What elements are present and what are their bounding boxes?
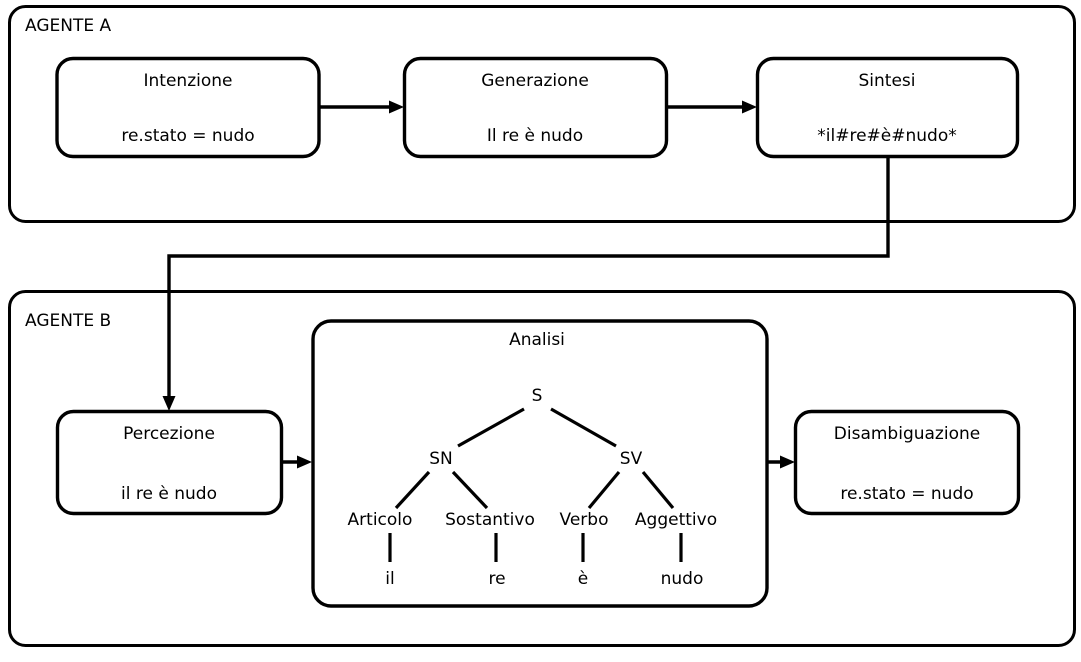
tree-edges-phrases — [394, 470, 675, 510]
arrow-percezione-to-analisi — [281, 455, 312, 469]
panel-analisi-title: Analisi — [509, 330, 565, 350]
node-disambiguazione-subtitle: re.stato = nudo — [840, 484, 973, 504]
node-generazione[interactable] — [402, 56, 669, 159]
arrow-analisi-to-disambiguazione — [767, 455, 795, 469]
panel-analisi[interactable] — [311, 319, 769, 608]
tree-edges-root — [457, 407, 617, 448]
tree-node-verbo: Verbo — [560, 510, 609, 530]
tree-terminal-nudo: nudo — [661, 569, 704, 589]
node-percezione-subtitle: il re è nudo — [121, 484, 217, 504]
node-sintesi-subtitle: *il#re#è#nudo* — [817, 126, 956, 146]
tree-terminal-re: re — [488, 569, 505, 589]
node-generazione-title: Generazione — [481, 71, 589, 91]
tree-node-articolo: Articolo — [348, 510, 413, 530]
node-intenzione-title: Intenzione — [144, 71, 233, 91]
arrow-intenzione-to-generazione — [319, 100, 404, 114]
tree-node-sn: SN — [429, 449, 453, 469]
node-disambiguazione-title: Disambiguazione — [834, 424, 980, 444]
tree-terminal-e-accent: è — [578, 569, 588, 589]
tree-node-aggettivo: Aggettivo — [635, 510, 717, 530]
node-disambiguazione[interactable] — [793, 409, 1021, 516]
agent-b-container — [8, 290, 1076, 647]
tree-node-sostantivo: Sostantivo — [445, 510, 535, 530]
node-intenzione-subtitle: re.stato = nudo — [121, 126, 254, 146]
agent-a-label: AGENTE A — [25, 16, 111, 36]
tree-edges-terminals — [388, 533, 683, 562]
agent-a-container — [8, 5, 1076, 223]
tree-node-sv: SV — [620, 449, 643, 469]
tree-terminal-il: il — [385, 569, 394, 589]
connector-sintesi-to-percezione — [162, 156, 890, 411]
tree-node-s: S — [532, 386, 543, 406]
node-generazione-subtitle: Il re è nudo — [487, 126, 583, 146]
agent-b-label: AGENTE B — [25, 311, 111, 331]
node-sintesi-title: Sintesi — [859, 71, 916, 91]
arrow-generazione-to-sintesi — [667, 100, 757, 114]
node-percezione-title: Percezione — [123, 424, 215, 444]
